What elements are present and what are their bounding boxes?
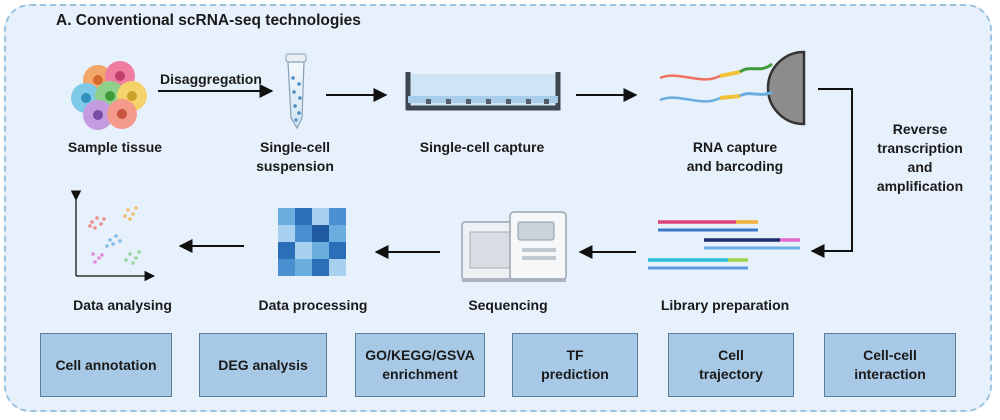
box-deg-analysis: DEG analysis bbox=[199, 333, 327, 397]
box-cell-cell-interaction: Cell-cell interaction bbox=[824, 333, 956, 397]
library-strands-icon bbox=[648, 220, 800, 270]
diagram-title: A. Conventional scRNA-seq technologies bbox=[56, 12, 361, 29]
capture-chip-icon bbox=[405, 72, 561, 111]
box-tf-prediction: TF prediction bbox=[512, 333, 638, 397]
heatmap-icon bbox=[278, 208, 346, 276]
sequencer-icon bbox=[461, 211, 567, 282]
test-tube-icon bbox=[285, 53, 307, 130]
data-processing-label: Data processing bbox=[258, 297, 368, 313]
single-cell-capture-label: Single-cell capture bbox=[419, 139, 545, 155]
rna-capture-bead-icon bbox=[659, 50, 806, 126]
sample-tissue-icon bbox=[71, 61, 147, 130]
box-cell-trajectory: Cell trajectory bbox=[668, 333, 794, 397]
data-analysing-label: Data analysing bbox=[73, 297, 172, 313]
rna-capture-label: RNA capture and barcoding bbox=[686, 139, 784, 174]
box-go-kegg-gsva-enrichment: GO/KEGG/GSVA enrichment bbox=[355, 333, 485, 397]
scatter-plot-icon bbox=[70, 190, 156, 282]
sequencing-label: Sequencing bbox=[468, 297, 548, 313]
single-cell-suspension-label: Single-cell suspension bbox=[256, 139, 334, 174]
box-cell-annotation: Cell annotation bbox=[40, 333, 172, 397]
disaggregation-label: Disaggregation bbox=[160, 71, 262, 87]
reverse-transcription-arrow bbox=[810, 88, 853, 258]
sample-tissue-label: Sample tissue bbox=[67, 139, 163, 155]
reverse-transcription-label: Reverse transcription and amplification bbox=[876, 121, 964, 194]
library-preparation-label: Library preparation bbox=[660, 297, 790, 313]
